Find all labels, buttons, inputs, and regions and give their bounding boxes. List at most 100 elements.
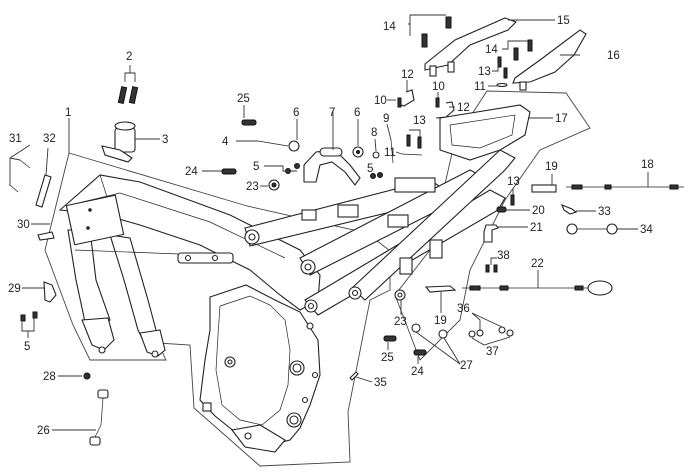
callout-10: 10 — [374, 95, 387, 107]
part-bracket-7 — [303, 147, 361, 186]
callout-13: 13 — [413, 115, 426, 127]
callout-24: 24 — [185, 166, 198, 178]
callout-31: 31 — [9, 133, 22, 145]
part-bolts-10 — [397, 97, 440, 108]
callout-22: 22 — [531, 258, 544, 270]
part-washer-11b — [496, 82, 508, 88]
part-bolt-4 — [257, 140, 300, 152]
part-nut-28 — [83, 372, 91, 380]
callout-4: 4 — [222, 136, 229, 148]
callout-8: 8 — [371, 127, 377, 139]
callout-9: 9 — [383, 113, 389, 125]
callout-10: 10 — [432, 81, 445, 93]
part-stay-26 — [89, 389, 109, 446]
callout-23: 23 — [394, 316, 407, 328]
callout-18: 18 — [641, 159, 654, 171]
callout-13: 13 — [507, 176, 520, 188]
callout-17: 17 — [555, 113, 568, 125]
part-cable-18 — [566, 184, 684, 190]
callout-16: 16 — [607, 50, 620, 62]
callout-35: 35 — [374, 377, 387, 389]
part-clamp-33 — [561, 204, 578, 215]
callout-11: 11 — [384, 147, 396, 159]
callout-7: 7 — [329, 107, 335, 119]
part-cable-22 — [462, 280, 613, 296]
part-bolt-25b — [383, 335, 397, 342]
main-frame — [58, 174, 321, 453]
part-nut-6b — [352, 146, 364, 158]
callout-24: 24 — [411, 366, 424, 378]
part-pin-9 — [390, 139, 394, 164]
callout-20: 20 — [532, 205, 545, 217]
callout-19: 19 — [545, 161, 558, 173]
part-clips-38 — [485, 264, 498, 273]
callout-34: 34 — [640, 224, 653, 236]
callout-5: 5 — [367, 163, 373, 175]
part-bolts-13b — [497, 56, 508, 79]
part-grab-rail-16 — [512, 29, 587, 91]
callout-2: 2 — [126, 51, 132, 63]
part-holder-19b — [424, 285, 457, 293]
part-bolts-5c — [20, 311, 38, 322]
part-bracket-21 — [483, 224, 499, 243]
part-bolt-25 — [241, 119, 257, 126]
callout-19: 19 — [434, 315, 447, 327]
part-cable-34 — [566, 223, 618, 235]
part-bolt-13c — [510, 194, 515, 206]
part-washers-27 — [411, 323, 448, 339]
part-plate-29 — [43, 281, 57, 303]
callout-14: 14 — [485, 44, 498, 56]
part-bolts-5a — [285, 163, 300, 174]
part-bolts-14a — [421, 16, 452, 48]
callout-30: 30 — [17, 219, 30, 231]
part-bolt-24a — [221, 168, 237, 175]
callout-15: 15 — [557, 15, 570, 27]
group-outline-main-frame — [44, 152, 391, 467]
callout-25: 25 — [237, 93, 250, 105]
callout-14: 14 — [383, 21, 396, 33]
part-washers-36-37 — [468, 326, 514, 338]
part-hooks-12 — [397, 89, 455, 119]
callout-21: 21 — [530, 222, 543, 234]
part-wire-31 — [9, 159, 31, 193]
callout-3: 3 — [162, 134, 168, 146]
callout-28: 28 — [43, 371, 56, 383]
part-washer-8 — [372, 151, 380, 159]
part-bolts-5b — [370, 172, 383, 179]
part-collar-23b — [394, 289, 406, 301]
callout-29: 29 — [8, 283, 21, 295]
callout-5: 5 — [253, 161, 259, 173]
callout-labels: 1 2 3 4 5 5 5 6 6 7 8 9 10 10 11 11 12 1… — [8, 15, 654, 437]
callout-38: 38 — [497, 250, 510, 262]
part-bolts-13a — [401, 134, 423, 156]
rear-subframe — [244, 104, 531, 316]
callout-13: 13 — [478, 66, 491, 78]
part-bolt-24b — [413, 349, 427, 356]
callout-37: 37 — [486, 346, 499, 358]
callout-33: 33 — [598, 206, 611, 218]
callout-1: 1 — [65, 107, 71, 119]
callout-26: 26 — [37, 425, 50, 437]
part-label-35 — [349, 371, 359, 381]
part-collar-23a — [268, 179, 280, 191]
part-tab-30 — [37, 231, 55, 241]
callout-27: 27 — [460, 360, 473, 372]
part-bolts-14b — [513, 39, 533, 61]
callout-12: 12 — [457, 102, 470, 114]
callout-36: 36 — [457, 303, 470, 315]
callout-32: 32 — [43, 133, 56, 145]
callout-12: 12 — [401, 69, 414, 81]
part-holder-19a — [531, 184, 557, 193]
part-label-32 — [35, 174, 52, 208]
part-grab-rail-15 — [424, 17, 517, 77]
callout-6: 6 — [293, 107, 299, 119]
callout-6: 6 — [354, 107, 360, 119]
callout-23: 23 — [246, 181, 259, 193]
callout-11: 11 — [474, 81, 486, 93]
part-bolts-2 — [117, 86, 139, 105]
leader-lines — [9, 14, 649, 431]
part-steering-lock-3 — [101, 121, 136, 163]
callout-5: 5 — [24, 341, 30, 353]
part-clip-20 — [496, 206, 507, 213]
